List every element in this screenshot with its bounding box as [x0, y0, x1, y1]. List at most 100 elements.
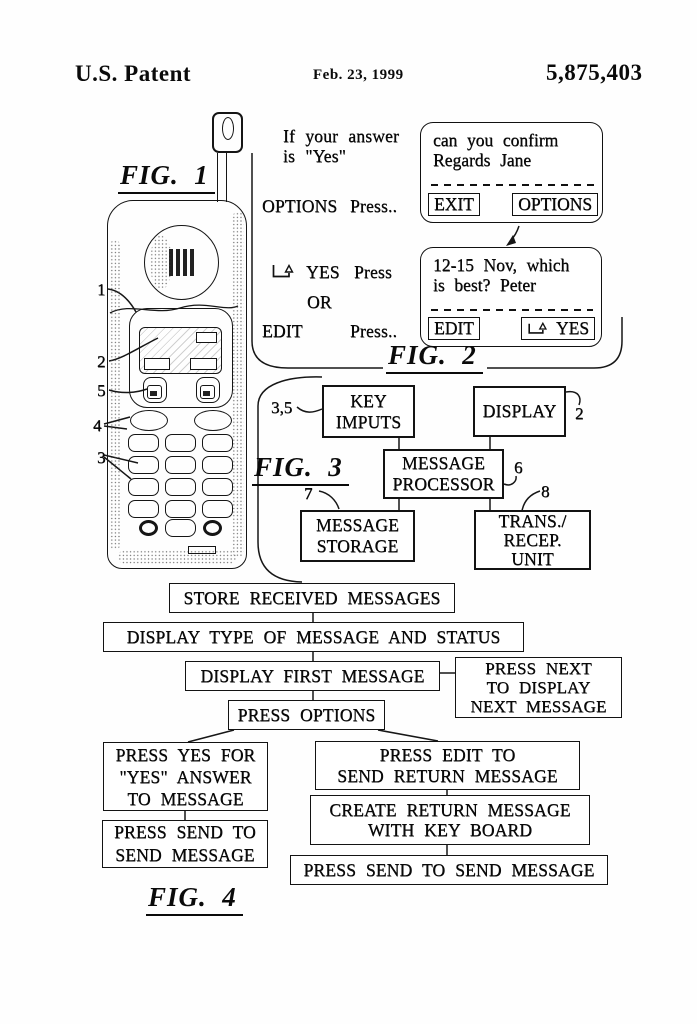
- phone-stipple-right: [232, 212, 244, 557]
- fig3-ref-transceiver: 8: [541, 482, 550, 501]
- box-line: PROCESSOR: [392, 474, 495, 494]
- fig2-edit-key: EDIT: [262, 321, 303, 341]
- step-line: DISPLAY TYPE OF MESSAGE AND STATUS: [126, 626, 501, 647]
- fig3-box-message-storage: MESSAGE STORAGE: [300, 510, 415, 562]
- function-key-left: [130, 410, 168, 431]
- screen1-line1: can you confirm: [433, 130, 559, 150]
- soft-key-left: [143, 377, 167, 403]
- ref-5: 5: [97, 381, 106, 400]
- phone-mic-slot: [188, 546, 216, 554]
- fig3-box-message-processor: MESSAGE PROCESSOR: [383, 449, 504, 499]
- fig2-answer-line1: If your answer: [283, 126, 400, 146]
- keypad-key: [128, 478, 159, 496]
- phone-antenna-cap-oval: [222, 117, 234, 140]
- fig3-box-key-inputs: KEY IMPUTS: [322, 385, 415, 438]
- squiggle-ref-8: [521, 490, 541, 512]
- keypad-key: [128, 434, 159, 452]
- patent-title: U.S. Patent: [75, 61, 192, 86]
- box-line: KEY: [350, 390, 387, 411]
- box-line: IMPUTS: [335, 411, 402, 432]
- fig4-step-store: STORE RECEIVED MESSAGES: [169, 583, 455, 613]
- phone-body: [107, 200, 247, 569]
- squiggle-ref-3-5: [296, 406, 323, 413]
- fig4-step-create-return: CREATE RETURN MESSAGE WITH KEY BOARD: [310, 795, 590, 845]
- keypad-key: [202, 500, 233, 518]
- screen1-divider: [431, 184, 594, 186]
- step-line: PRESS SEND TO SEND MESSAGE: [303, 859, 595, 880]
- patent-date: Feb. 23, 1999: [313, 67, 404, 83]
- screen1-exit-button: EXIT: [428, 193, 480, 216]
- phone-screen-1: can you confirm Regards Jane EXIT OPTION…: [420, 122, 603, 223]
- screen1-options-button: OPTIONS: [512, 193, 598, 216]
- fig2-options-key: OPTIONS: [262, 196, 338, 216]
- keypad-key: [202, 456, 233, 474]
- keypad-key: [128, 456, 159, 474]
- phone-stipple-left: [110, 240, 120, 550]
- step-line: PRESS OPTIONS: [237, 704, 376, 725]
- soft-key-glyph: [150, 391, 157, 396]
- fig4-step-press-yes: PRESS YES FOR "YES" ANSWER TO MESSAGE: [103, 742, 268, 811]
- keypad-key: [202, 478, 233, 496]
- box-line: STORAGE: [316, 536, 399, 556]
- box-line: RECEP.: [503, 529, 562, 550]
- soft-key-left-icon: [147, 385, 162, 399]
- fig3-ref-processor: 6: [514, 458, 523, 477]
- ref-1: 1: [97, 280, 106, 299]
- earpiece-slot: [176, 249, 180, 276]
- step-line: WITH KEY BOARD: [367, 820, 533, 840]
- display-status-icon: [196, 332, 217, 343]
- enter-key-icon: [527, 321, 549, 337]
- screen2-edit-button: EDIT: [428, 317, 480, 340]
- step-line: PRESS SEND TO: [114, 822, 256, 842]
- soft-key-glyph: [203, 391, 210, 396]
- fig4-step-send-bottom: PRESS SEND TO SEND MESSAGE: [290, 855, 608, 885]
- patent-number: 5,875,403: [546, 60, 643, 85]
- phone-display: [139, 327, 222, 374]
- display-softlabel-right-icon: [190, 358, 217, 370]
- screen2-line1: 12-15 Nov, which: [433, 255, 570, 275]
- screen2-yes-label: YES: [555, 318, 589, 338]
- fig4-step-press-next: PRESS NEXT TO DISPLAY NEXT MESSAGE: [455, 657, 622, 718]
- phone-antenna-cap: [212, 112, 243, 153]
- fig2-options-press: Press..: [350, 196, 398, 216]
- fig2-answer-line2: is "Yes": [283, 146, 346, 166]
- fig3-ref-key-inputs: 3,5: [271, 398, 293, 417]
- fig2-or: OR: [307, 292, 332, 312]
- step-line: PRESS YES FOR: [115, 744, 256, 765]
- screen2-yes-button: YES: [520, 317, 595, 340]
- keypad-key: [165, 500, 196, 518]
- box-line: MESSAGE: [315, 515, 400, 535]
- function-key-right: [194, 410, 232, 431]
- step-line: STORE RECEIVED MESSAGES: [183, 587, 441, 608]
- fig4-step-press-options: PRESS OPTIONS: [228, 700, 385, 730]
- keypad-key: [128, 500, 159, 518]
- fig4-step-press-edit: PRESS EDIT TO SEND RETURN MESSAGE: [315, 741, 580, 790]
- fig3-ref-storage: 7: [304, 484, 313, 503]
- step-line: DISPLAY FIRST MESSAGE: [200, 665, 425, 686]
- screen2-divider: [431, 309, 593, 311]
- keypad-key: [202, 434, 233, 452]
- fig4-step-display-first: DISPLAY FIRST MESSAGE: [185, 661, 440, 691]
- arrow-down-icon: [510, 225, 520, 241]
- box-line: UNIT: [511, 548, 554, 569]
- fig1-label: FIG. 1: [118, 160, 215, 194]
- fig2-label: FIG. 2: [386, 340, 483, 374]
- fig3-box-display: DISPLAY: [473, 386, 566, 437]
- bottom-key-center: [165, 519, 196, 537]
- phone-screen-2: 12-15 Nov, which is best? Peter EDIT YES: [420, 247, 602, 347]
- fig2-edit-press: Press..: [350, 321, 398, 341]
- fig3-label: FIG. 3: [252, 452, 349, 486]
- box-line: DISPLAY: [482, 401, 557, 421]
- soft-key-right: [196, 377, 220, 403]
- ref-4: 4: [93, 416, 102, 435]
- fig2-yes-key: YES: [306, 262, 340, 282]
- keypad-key: [165, 478, 196, 496]
- enter-key-icon: [271, 263, 296, 286]
- earpiece-slot: [183, 249, 187, 276]
- screen2-line2: is best? Peter: [433, 275, 536, 295]
- keypad-key: [165, 456, 196, 474]
- bottom-key-left: [139, 520, 158, 536]
- squiggle-ref-7: [318, 490, 340, 510]
- screen1-line2: Regards Jane: [433, 150, 532, 170]
